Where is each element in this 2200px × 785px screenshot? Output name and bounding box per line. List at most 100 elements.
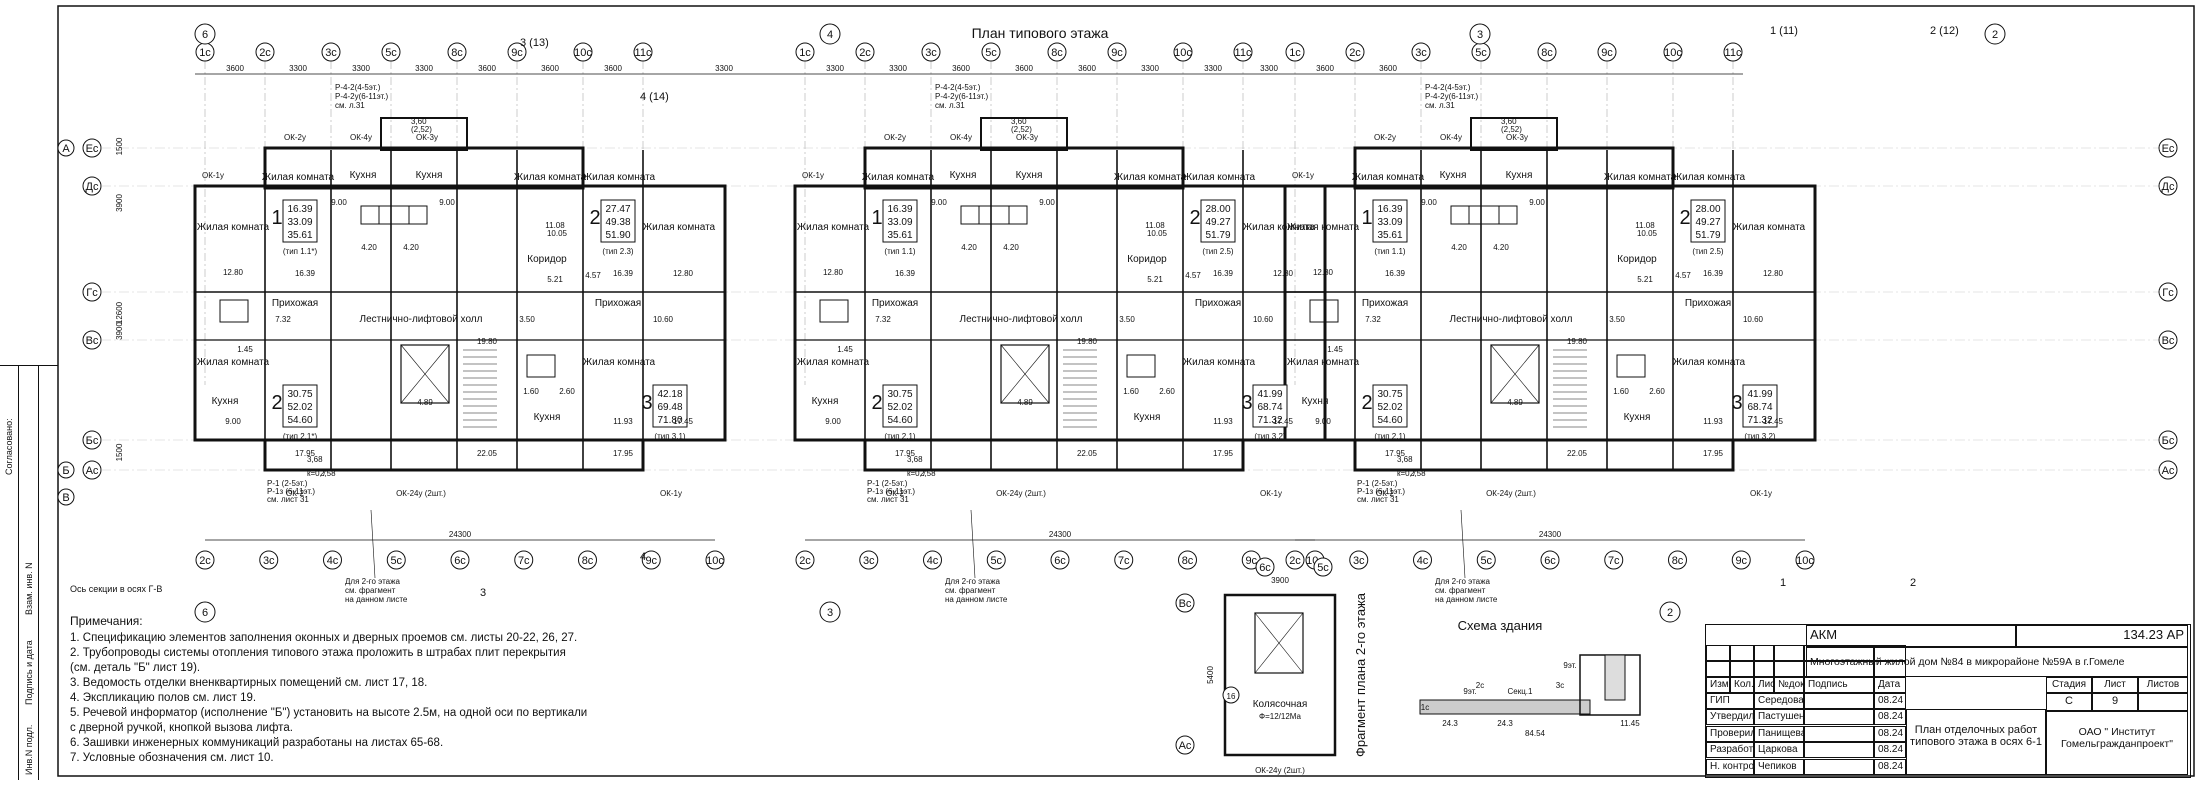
stamp-person-name: Панищева [1754, 725, 1804, 742]
schema-label: 11.45 [1620, 719, 1640, 728]
callout-leader [1460, 509, 1466, 579]
dimension-value: 1500 [115, 443, 124, 461]
note-line: 2. Трубопроводы системы отопления типово… [70, 647, 566, 659]
stamp-stage-header: Стадия [2046, 677, 2092, 693]
room-label-kitchen: Кухня [1624, 412, 1651, 423]
balcony-note: 3,68 [907, 455, 923, 464]
apartment-gross-area: 54.60 [287, 415, 312, 426]
axis-bubble [705, 550, 725, 570]
stamp-date: 08.24 [1874, 742, 1906, 759]
axis-label: 3с [925, 47, 937, 59]
fragment-room-label: Колясочная [1253, 699, 1308, 710]
axis-bubble [573, 42, 593, 62]
apartment-total-area: 49.27 [1205, 217, 1230, 228]
dimension-value: 3300 [1260, 64, 1278, 73]
callout-text: см. фрагмент [945, 586, 996, 595]
stamp-stage: С [2046, 693, 2092, 711]
balcony-note: см. лист 31 [267, 495, 309, 504]
section-cut-mark: 3 [480, 587, 486, 599]
apartment-rooms-count: 3 [641, 392, 652, 414]
window-tag: ОК-1у [1292, 171, 1314, 180]
apartment-area-box [1372, 199, 1408, 243]
room-area-value: 11.93 [613, 417, 633, 426]
balcony-note: (2,52) [1011, 125, 1032, 134]
balcony-note: (2,52) [1501, 125, 1522, 134]
callout-leader [370, 509, 376, 579]
room-area-value: 22.05 [1567, 449, 1588, 458]
room-area-value: 17.45 [1763, 417, 1784, 426]
room-area-value: 11.08 [1145, 221, 1165, 230]
balcony-note: 2,58 [320, 469, 336, 478]
kitchen-counter [378, 205, 428, 225]
dimension-value: 3600 [1078, 64, 1096, 73]
fragment-mark: 16 [1227, 692, 1236, 701]
balcony-note: Р-4-2(4-5эт.) [1425, 83, 1471, 92]
plan-title: План типового этажа [972, 25, 1109, 41]
axis-bubble [381, 42, 401, 62]
axis-label: 6с [1054, 555, 1066, 567]
axis-bubble [450, 550, 470, 570]
row-axis-bubble [2158, 176, 2178, 196]
room-label-lift-hall: Лестнично-лифтовой холл [960, 313, 1083, 325]
dimension-value: 3600 [478, 64, 496, 73]
room-area-value: 9.00 [439, 198, 455, 207]
kitchen-counter [960, 205, 1010, 225]
axis-label: 1с [799, 47, 811, 59]
section-mark-bubble [819, 23, 841, 45]
schema-label: 24.3 [1442, 719, 1458, 728]
axis-bubble [386, 550, 406, 570]
axis-bubble [1663, 42, 1683, 62]
room-area-value: 10.05 [1147, 229, 1168, 238]
section-mark-label: 3 [1477, 29, 1483, 41]
window-tag: ОК-4у [950, 133, 972, 142]
fragment-lift [1254, 612, 1304, 674]
apartment-area-box [882, 384, 918, 428]
row-axis-label: Гс [86, 287, 98, 299]
room-label-corridor: Коридор [1127, 254, 1167, 265]
axis-label: 6с [454, 555, 466, 567]
axis-label: 3с [1415, 47, 1427, 59]
stamp-person-name: Чепиков [1754, 758, 1804, 775]
room-area-value: 5.21 [1637, 275, 1653, 284]
room-label-living: Жилая комната [1243, 222, 1316, 233]
axis-bubble [578, 550, 597, 570]
room-label-living: Жилая комната [1604, 172, 1677, 183]
fragment-mark-bubble [1222, 686, 1240, 704]
room-label-hall: Прихожая [1195, 298, 1241, 309]
lift-shaft [1000, 344, 1050, 404]
dimension-value: 3300 [889, 64, 907, 73]
room-area-value: 4.20 [403, 243, 419, 252]
note-line: 3. Ведомость отделки вненквартирных поме… [70, 677, 428, 689]
room-label-corridor: Коридор [527, 254, 567, 265]
schema-building [1419, 699, 1591, 715]
schema-axis: 1c [1421, 703, 1429, 712]
schema-label: 9эт. [1563, 661, 1576, 670]
stamp-revision-cell [1804, 645, 1874, 661]
room-area-value: 17.95 [1213, 449, 1234, 458]
room-area-value: 10.05 [1637, 229, 1658, 238]
apartment-rooms-count: 2 [1361, 392, 1372, 414]
overall-dimension: 24300 [1539, 530, 1562, 539]
lift-cross [1254, 612, 1304, 674]
window-tag: ОК-2у [884, 133, 906, 142]
balcony-note: 3,60 [1011, 117, 1027, 126]
room-area-value: 16.39 [1385, 269, 1406, 278]
axis-bubble [1178, 550, 1197, 570]
axis-label: 9с [1601, 47, 1613, 59]
stamp-column-header: Лист [1754, 677, 1774, 693]
apartment-total-area: 52.02 [1377, 402, 1402, 413]
row-axis-label: Бс [86, 435, 99, 447]
axis-label: Ас [1179, 740, 1192, 752]
stamp-date: 08.24 [1874, 758, 1906, 775]
stamp-date: 08.24 [1874, 693, 1906, 709]
dimension-value: 3300 [415, 64, 433, 73]
lift-shaft [400, 344, 450, 404]
room-area-value: 10.60 [1743, 315, 1764, 324]
room-label-living: Жилая комната [262, 172, 335, 183]
axis-label: 5с [985, 47, 997, 59]
row-axis-label: Б [62, 465, 69, 477]
axis-label: 8с [582, 555, 594, 567]
room-area-value: 5.21 [1147, 275, 1163, 284]
note-line: с дверной ручкой, кнопкой вызова лифта. [70, 722, 293, 734]
